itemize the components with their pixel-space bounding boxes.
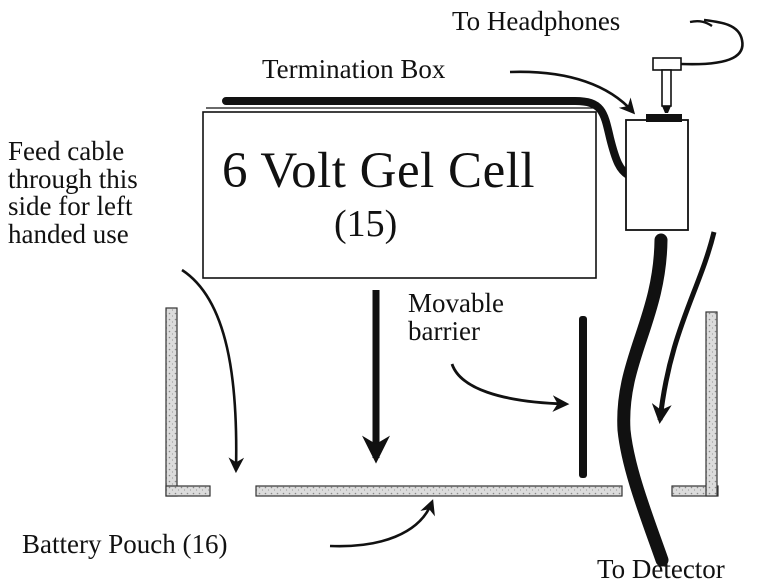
- plug-tip: [662, 106, 671, 113]
- pouch-left-wall: [165, 307, 178, 497]
- feed-cable-line-4: handed use: [8, 218, 129, 249]
- headphone-cord: [680, 18, 744, 66]
- battery-body: [202, 111, 597, 279]
- barrier-arrow: [450, 363, 570, 412]
- battery-number: (15): [334, 203, 398, 245]
- barrier-line-1: Movable: [408, 288, 504, 318]
- movable-barrier: [579, 316, 587, 478]
- label-battery-pouch: Battery Pouch (16): [22, 529, 228, 559]
- barrier-line-2: barrier: [408, 315, 480, 346]
- right-cable-arrow: [651, 231, 717, 424]
- feed-cable-line-3: side for left: [8, 191, 133, 222]
- label-movable-barrier: Movable barrier: [408, 288, 568, 346]
- termination-box: [625, 114, 689, 231]
- pouch-arrow: [329, 499, 435, 548]
- feed-cable-line-1: Feed cable: [8, 136, 125, 166]
- termination-box-body: [625, 119, 689, 231]
- top-cable: [222, 97, 632, 179]
- pouch-right-wall: [705, 311, 718, 497]
- battery-title: 6 Volt Gel Cell: [222, 143, 536, 199]
- pouch-right-floor: [671, 485, 719, 497]
- termination-box-cap: [646, 114, 682, 122]
- gel-cell-battery: [202, 107, 598, 279]
- plug-stem: [661, 69, 672, 107]
- label-to-headphones: To Headphones: [452, 6, 621, 36]
- label-to-detector: To Detector: [597, 554, 725, 584]
- headphone-plug: [652, 18, 744, 113]
- headphones-arrow: [689, 20, 713, 28]
- annotation-arrows: [181, 20, 717, 548]
- label-feed-cable: Feed cable through this side for left ha…: [8, 136, 203, 249]
- battery-pouch: [165, 307, 719, 497]
- label-termination-box: Termination Box: [262, 54, 446, 84]
- detector-cable: [617, 233, 669, 567]
- pouch-left-floor: [165, 485, 211, 497]
- feed-cable-line-2: through this: [8, 163, 138, 194]
- termination-arrow: [509, 70, 636, 115]
- feed-cable-arrow: [181, 268, 245, 474]
- pouch-floor: [255, 485, 623, 497]
- plug-head: [652, 57, 682, 71]
